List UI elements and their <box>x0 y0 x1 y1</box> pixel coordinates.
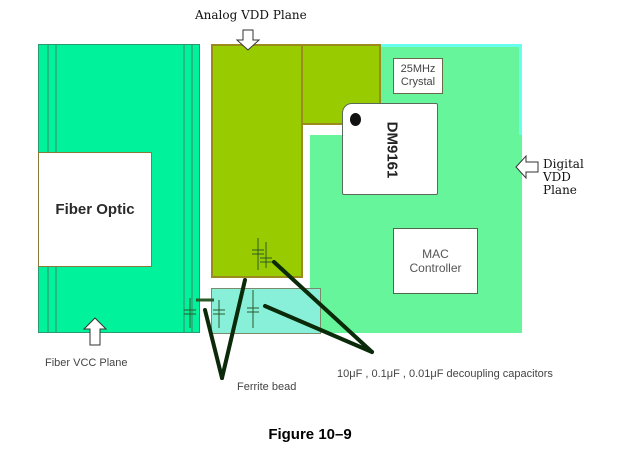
fiber-optic-label: Fiber Optic <box>55 201 135 218</box>
mac-label-2: Controller <box>409 261 462 275</box>
decoupling-pointer <box>263 260 374 354</box>
analog-vdd-arrow-icon <box>235 29 261 51</box>
analog-filter-region <box>211 288 321 334</box>
crystal-label: Crystal <box>400 76 436 88</box>
decoupling-capacitors-label: 10μF , 0.1μF , 0.01μF decoupling capacit… <box>337 368 553 380</box>
capacitor-group-analog <box>252 238 272 270</box>
ferrite-bead-label: Ferrite bead <box>237 381 297 393</box>
trace-line <box>183 45 185 332</box>
digital-vdd-label-1: Digital <box>543 157 584 171</box>
figure-caption: Figure 10–9 <box>268 426 352 443</box>
capacitor-group-filter <box>184 290 259 328</box>
analog-vdd-plane <box>211 44 303 278</box>
digital-vdd-label-3: Plane <box>543 183 577 197</box>
fiber-vcc-label: Fiber VCC Plane <box>45 357 128 369</box>
mac-controller-box: MAC Controller <box>393 228 478 294</box>
digital-vdd-label-2: VDD <box>543 170 571 184</box>
digital-vdd-label: Digital VDD Plane <box>543 158 584 197</box>
fiber-optic-module: Fiber Optic <box>38 152 152 267</box>
crystal-freq: 25MHz <box>400 63 436 75</box>
analog-vdd-label: Analog VDD Plane <box>195 8 307 22</box>
trace-line <box>191 45 193 332</box>
mac-label-1: MAC <box>422 247 449 261</box>
ferrite-bead-pointer <box>203 278 247 380</box>
pin1-marker-icon <box>350 113 361 126</box>
crystal-box: 25MHz Crystal <box>393 58 443 94</box>
fiber-vcc-arrow-icon <box>82 317 108 346</box>
digital-vdd-arrow-icon <box>515 154 539 180</box>
